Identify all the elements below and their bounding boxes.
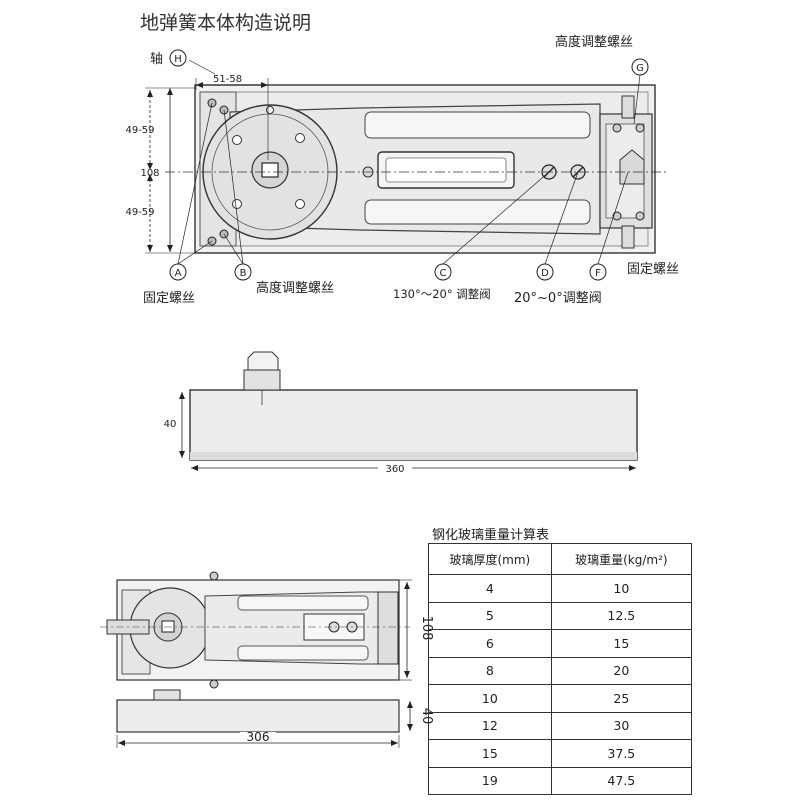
dim-side-height: 40: [164, 419, 177, 430]
small-slot-top: [237, 595, 369, 611]
cell-thickness: 6: [428, 629, 552, 658]
disc-hole-3: [232, 199, 242, 209]
marker-c-circle: [434, 263, 452, 281]
marker-c: C: [440, 268, 447, 279]
header-thickness: 玻璃厚度(mm): [428, 543, 552, 575]
small-right-cap: [377, 591, 399, 665]
cap-screw-3: [612, 211, 622, 221]
cell-weight: 20: [550, 656, 693, 685]
cell-weight: 15: [550, 629, 693, 658]
small-square: [161, 620, 175, 633]
table-header-row: 玻璃厚度(mm) 玻璃重量(kg/m²): [428, 543, 693, 575]
lower-slot: [364, 199, 591, 225]
marker-b-circle: [234, 263, 252, 281]
marker-h: H: [174, 54, 182, 65]
header-weight: 玻璃重量(kg/m²): [550, 543, 693, 575]
callout-fixing-screw-a: 固定螺丝: [143, 291, 195, 306]
pivot-cap-base: [243, 369, 281, 391]
callout-height-screw-b: 高度调整螺丝: [256, 280, 334, 296]
pivot-square: [261, 162, 279, 178]
cap-screw-4: [635, 211, 645, 221]
glass-table-title: 钢化玻璃重量计算表: [432, 528, 550, 543]
cell-weight: 12.5: [550, 601, 693, 630]
small-side-view: 40 306: [116, 689, 434, 748]
small-top-screw: [209, 571, 219, 581]
marker-h-circle: [169, 49, 187, 67]
marker-d: D: [541, 268, 549, 279]
marker-g: G: [636, 63, 644, 74]
side-body: [189, 389, 638, 461]
small-bottom-screw: [209, 679, 219, 689]
callout-valve-c: 130°～20° 调整阀: [393, 287, 491, 301]
side-body-shade: [190, 452, 637, 460]
cap-bolt-top: [621, 95, 635, 119]
cell-thickness: 15: [428, 739, 552, 768]
disc-hole-2: [295, 133, 305, 143]
small-slot-bottom: [237, 645, 369, 661]
cell-thickness: 4: [428, 574, 552, 603]
dim-upper: 49-59: [125, 125, 154, 136]
dim-width: 108: [140, 168, 159, 179]
cap-screw-2: [635, 123, 645, 133]
diagram-title: 地弹簧本体构造说明: [140, 12, 312, 34]
axis-label: 轴: [150, 52, 163, 67]
dim-small-length: 306: [247, 730, 270, 744]
disc-hole-4: [295, 199, 305, 209]
right-cap-valve: [619, 149, 645, 185]
cap-bolt-bottom: [621, 225, 635, 249]
marker-b: B: [240, 268, 247, 279]
top-view: 51-58 49-59 108 49-59 轴 H 高度调整螺丝 G A B 固…: [125, 34, 679, 306]
side-view: 40 360: [164, 351, 638, 475]
cell-weight: 25: [550, 684, 693, 713]
cap-screw-1: [612, 123, 622, 133]
cell-weight: 30: [550, 711, 693, 740]
cell-thickness: 8: [428, 656, 552, 685]
cell-thickness: 10: [428, 684, 552, 713]
cell-thickness: 12: [428, 711, 552, 740]
callout-fixing-screw-f: 固定螺丝: [627, 262, 679, 277]
marker-d-circle: [536, 263, 554, 281]
pivot-cap-top: [247, 351, 279, 371]
small-top-view: 108: [100, 571, 434, 689]
disc-hole-5: [266, 106, 274, 114]
center-slot-inner: [385, 157, 507, 183]
callout-height-screw-g: 高度调整螺丝: [555, 34, 633, 50]
small-side-cap: [153, 689, 181, 701]
cell-weight: 47.5: [550, 766, 693, 795]
marker-f: F: [595, 268, 601, 279]
small-side-body: [116, 699, 400, 733]
cell-thickness: 19: [428, 766, 552, 795]
cell-thickness: 5: [428, 601, 552, 630]
dim-lower: 49-59: [125, 207, 154, 218]
dim-side-length: 360: [385, 464, 404, 475]
upper-slot: [364, 111, 591, 139]
dim-pivot-offset: 51-58: [213, 74, 242, 85]
callout-valve-d: 20°~0°调整阀: [514, 291, 602, 306]
marker-a: A: [175, 268, 182, 279]
disc-hole-1: [232, 135, 242, 145]
marker-f-circle: [589, 263, 607, 281]
cell-weight: 37.5: [550, 739, 693, 768]
cell-weight: 10: [550, 574, 693, 603]
marker-a-circle: [169, 263, 187, 281]
